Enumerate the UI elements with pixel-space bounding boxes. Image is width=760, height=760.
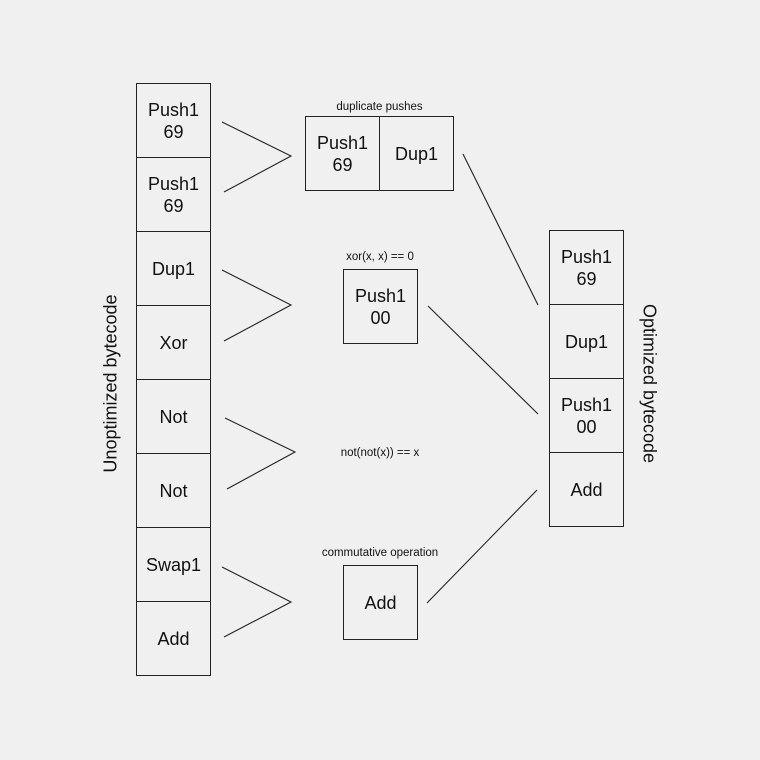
- group-label-commutative: commutative operation: [321, 547, 439, 559]
- unoptimized-column-label: Unoptimized bytecode: [100, 294, 121, 473]
- unoptimized-cell: Swap1: [136, 527, 211, 602]
- optimized-cell: Dup1: [549, 304, 624, 379]
- merge-chevron-xor: [221, 269, 293, 342]
- optimized-column-label: Optimized bytecode: [639, 303, 660, 464]
- unoptimized-cell: Not: [136, 453, 211, 528]
- comm-result-cell: Add: [343, 565, 418, 640]
- optimized-cell: Push1 00: [549, 378, 624, 453]
- group-label-not-not: not(not(x)) == x: [340, 447, 420, 459]
- merge-chevron-dup: [221, 121, 293, 193]
- unoptimized-cell: Add: [136, 601, 211, 676]
- group-label-xor: xor(x, x) == 0: [346, 251, 414, 263]
- unoptimized-cell: Push1 69: [136, 157, 211, 232]
- optimized-cell: Push1 69: [549, 230, 624, 305]
- merge-chevron-comm: [221, 566, 293, 638]
- unoptimized-cell: Xor: [136, 305, 211, 380]
- arrow-dup-to-optimized: [462, 153, 539, 306]
- optimized-cell: Add: [549, 452, 624, 527]
- unoptimized-cell: Not: [136, 379, 211, 454]
- arrow-xor-to-optimized: [427, 305, 539, 415]
- unoptimized-cell: Push1 69: [136, 83, 211, 158]
- arrow-comm-to-optimized: [426, 489, 538, 604]
- unoptimized-cell: Dup1: [136, 231, 211, 306]
- merge-chevron-not: [224, 417, 297, 490]
- group-label-duplicate-pushes: duplicate pushes: [336, 101, 423, 113]
- xor-result-cell: Push1 00: [343, 269, 418, 344]
- dup-result-cell: Push1 69: [305, 116, 380, 191]
- dup-result-cell: Dup1: [379, 116, 454, 191]
